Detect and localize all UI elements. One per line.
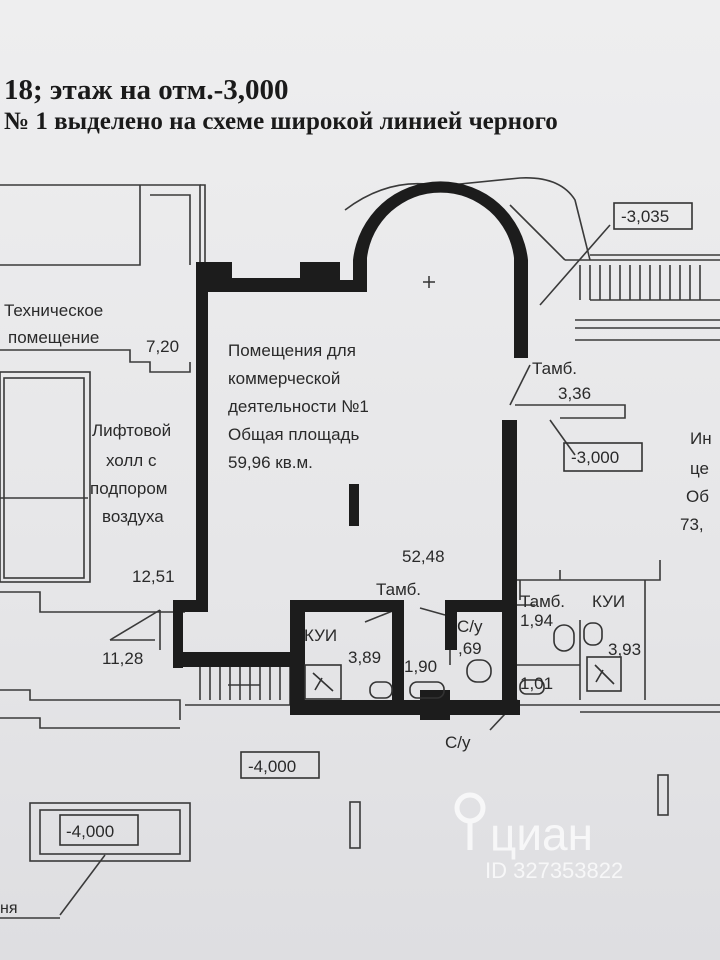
watermark-id: ID 327353822 [485,858,623,883]
vestibule-top-area: 3,36 [558,384,591,403]
technical-room-label-2: помещение [8,328,99,347]
sink-kui-right-tap [594,664,615,685]
vestibule-top-label: Тамб. [532,359,577,378]
right-partial-3: Об [686,487,709,506]
wc-wall-top [445,600,515,612]
stair-curve [509,204,566,261]
center-mark [423,276,435,288]
column-center [349,801,361,849]
commercial-label-4: Общая площадь [228,425,359,444]
level-box-right [563,442,643,472]
lift-hall-label-1: Лифтовой [92,421,171,440]
vestibule-top-wall [515,404,626,419]
kui-left-label: КУИ [304,626,337,645]
leader-vestibule [509,364,531,406]
outline-wall-top [200,184,206,265]
level-box-bottom-left [59,814,139,846]
level-box-top-right [613,202,693,230]
toilet-right [553,624,575,652]
commercial-label-5: 59,96 кв.м. [228,453,313,472]
leader-11-28 [109,609,161,641]
level-top-right: -3,035 [621,207,669,226]
stair-landing [565,254,720,301]
plan-title: 18; этаж на отм.-3,000 [4,74,289,106]
wc-wall-left [445,600,457,650]
wc-right-area: 1,01 [520,674,553,693]
commercial-label-2: коммерческой [228,369,340,388]
sink-kui-right [586,656,622,692]
kui-right-label: КУИ [592,592,625,611]
right-partial-1: Ин [690,429,712,448]
vestibule-wall [392,600,404,710]
outline-bottom-right [500,704,720,713]
kui-wall-left [290,610,305,715]
commercial-column [349,484,359,526]
lift-shaft-inner [3,377,85,579]
commercial-label-1: Помещения для [228,341,356,360]
leader-top-right [539,224,611,306]
bottom-left-frame [29,802,191,862]
plan-subtitle: № 1 выделено на схеме широкой линией чер… [4,108,558,135]
commercial-walls [173,181,528,720]
commercial-wall-right [502,420,517,715]
lift-hall-area: 12,51 [132,567,175,586]
watermark: циан ID 327353822 [454,792,623,883]
watermark-brand: циан [490,808,593,860]
wc-pillar [420,690,450,720]
right-partial-2: це [690,459,709,478]
lift-hall-label-3: подпором [90,479,167,498]
basin-bottom-right [519,679,545,695]
basin-mid [409,681,445,699]
sink-kui-left [304,664,342,700]
vestibule-right-area: 1,94 [520,611,553,630]
level-bottom-left: -4,000 [66,822,114,841]
wc-bottom-label: С/у [445,733,471,752]
kui-left-area: 3,89 [348,648,381,667]
outline-bottom-left [0,689,181,729]
commercial-label-3: деятельности №1 [228,397,369,416]
leader-minus3000 [549,419,576,456]
vestibule-mid-area: 1,90 [404,657,437,676]
vestibule-mid-label: Тамб. [376,580,421,599]
lift-hall-lower-wall [0,591,185,613]
bottom-left-leader [59,854,106,916]
wc-right-wall [515,620,581,700]
bottom-left-frame-inner [39,809,181,855]
technical-room-area: 7,20 [146,337,179,356]
technical-room-label-1: Техническое [4,301,103,320]
basin-vestibule [369,681,393,699]
level-right: -3,000 [571,448,619,467]
outline-top-left [0,184,201,266]
vestibule-right-label: Тамб. [520,592,565,611]
level-bottom-center: -4,000 [248,757,296,776]
wc-mid-label: С/у [457,617,483,636]
bottom-stairs-steps [199,665,281,700]
sink-kui-left-tap [312,672,334,692]
commercial-main-area: 52,48 [402,547,445,566]
kui-right-area: 3,93 [608,640,641,659]
commercial-wall-bottom-left [173,652,293,667]
toilet-mid [466,659,492,683]
level-box-bottom-center [240,751,320,779]
right-rooms-wall [515,560,661,700]
lift-hall-label-4: воздуха [102,507,164,526]
corridor-area: 11,28 [102,649,143,668]
commercial-wall-bottom [290,700,520,715]
stair-steps-top [589,265,701,300]
right-partial-4: 73, [680,515,704,534]
corridor-lines [110,610,161,650]
kui-wall-top [290,600,400,612]
lift-hall-label-2: холл с [106,451,157,470]
technical-room-wall [0,349,191,373]
basin-right [583,622,603,646]
corridor-lines-right [575,319,720,341]
watermark-logo-icon [454,792,486,850]
wc-mid-area: ,69 [458,639,482,658]
column-right [657,774,669,816]
door-swings [515,580,535,606]
lift-shaft-outer [0,371,91,583]
bottom-left-partial: ня [0,900,18,917]
